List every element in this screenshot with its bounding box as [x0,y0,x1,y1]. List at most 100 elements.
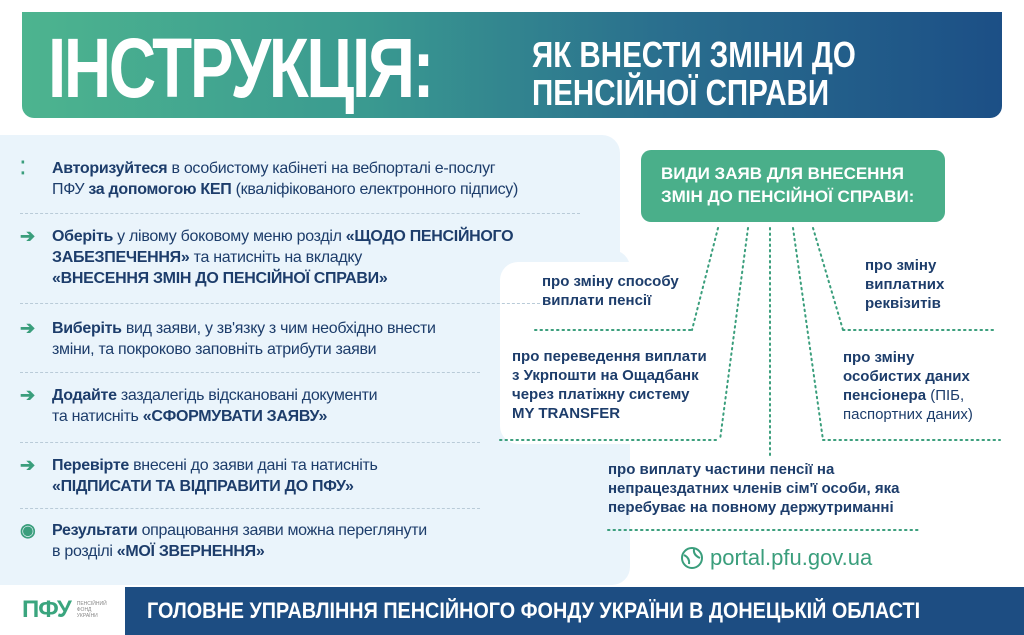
portal-url[interactable]: portal.pfu.gov.ua [710,545,873,570]
step-emphasis: ЗАБЕЗПЕЧЕННЯ» [52,249,190,266]
type-text: непрацездатних членів сім'ї особи, яка [608,480,900,497]
title-main: ІНСТРУКЦІЯ: [48,21,434,115]
step-2: ➔ Оберіть у лівому боковому меню розділ «… [20,226,514,289]
logo-mark: ПФУ [22,596,72,623]
type-payment-method: про зміну способу виплати пенсії [542,272,679,310]
pfu-logo: ПФУ ПЕНСІЙНИЙ ФОНД УКРАЇНИ [22,596,107,624]
step-line: Додайте заздалегідь відскановані докумен… [52,385,378,406]
step-line: в розділі «МОЇ ЗВЕРНЕННЯ» [52,541,427,562]
step-line: ЗАБЕЗПЕЧЕННЯ» та натисніть на вкладку [52,247,513,268]
step-4: ➔ Додайте заздалегідь відскановані докуме… [20,385,378,427]
step-emphasis: «МОЇ ЗВЕРНЕННЯ» [116,543,265,560]
step-text: Перевірте внесені до заяви дані та натис… [52,455,378,497]
portal-link[interactable]: portal.pfu.gov.ua [680,545,872,571]
step-divider [20,442,480,443]
globe-icon [681,547,703,569]
step-segment: вид заяви, у зв'язку з чим необхідно вне… [121,320,436,337]
step-segment: та натисніть [52,408,143,425]
step-6: ◉ Результати опрацювання заяви можна пере… [20,520,427,562]
connector-line [812,227,996,331]
step-text: Виберіть вид заяви, у зв'язку з чим необ… [52,318,436,360]
types-panel-bg [500,262,1024,444]
type-text: паспортних даних) [843,406,973,423]
step-text: Результати опрацювання заяви можна перег… [52,520,427,562]
step-segment: опрацювання заяви можна переглянути [137,522,428,539]
step-text: Оберіть у лівому боковому меню розділ «Щ… [52,226,514,289]
types-heading-line: ЗМІН ДО ПЕНСІЙНОЇ СПРАВИ: [661,187,915,206]
step-text: Додайте заздалегідь відскановані докумен… [52,385,378,427]
eye-icon: ◉ [20,520,36,540]
logo-sub-line: ФОНД [76,607,92,613]
step-3: ➔ Виберіть вид заяви, у зв'язку з чим нео… [20,318,436,360]
step-emphasis: Результати [52,522,138,539]
step-segment: ПФУ [52,181,89,198]
subtitle-line: ЯК ВНЕСТИ ЗМІНИ ДО [532,34,856,75]
type-text: реквізитів [865,295,941,312]
types-heading-line: ВИДИ ЗАЯВ ДЛЯ ВНЕСЕННЯ [661,164,904,183]
type-text: виплатних [865,276,945,293]
step-line: Оберіть у лівому боковому меню розділ «Щ… [52,226,514,247]
arrow-right-icon: ➔ [20,385,35,405]
type-personal-data: про зміну особистих даних пенсіонера (ПІ… [843,348,973,424]
step-segment: в розділі [52,543,117,560]
step-emphasis: Додайте [52,387,117,404]
logo-subtitle: ПЕНСІЙНИЙ ФОНД УКРАЇНИ [77,601,107,619]
type-text: про зміну [843,349,915,366]
step-line: «ПІДПИСАТИ ТА ВІДПРАВИТИ ДО ПФУ» [52,476,378,497]
type-text: (ПІБ, [926,387,965,404]
type-family-payment: про виплату частини пенсії на непрацезда… [608,460,899,517]
type-text: про виплату частини пенсії на [608,461,835,478]
step-emphasis: за допомогою КЕП [88,181,232,198]
type-text: перебуває на повному держутриманні [608,499,894,516]
type-text: про зміну способу [542,273,679,290]
step-line: Перевірте внесені до заяви дані та натис… [52,455,378,476]
step-segment: заздалегідь відскановані документи [116,387,378,404]
footer-text: ГОЛОВНЕ УПРАВЛІННЯ ПЕНСІЙНОГО ФОНДУ УКРА… [147,598,921,623]
step-text: Авторизуйтеся в особистому кабінеті на в… [52,158,518,200]
logo-sub-line: УКРАЇНИ [76,613,98,619]
type-transfer: про переведення виплати з Укрпошти на Ощ… [512,347,707,423]
type-text: з Укрпошти на Ощадбанк [512,367,699,384]
types-heading: ВИДИ ЗАЯВ ДЛЯ ВНЕСЕННЯ ЗМІН ДО ПЕНСІЙНОЇ… [641,150,945,222]
step-emphasis: «ПІДПИСАТИ ТА ВІДПРАВИТИ ДО ПФУ» [52,478,354,495]
step-line: Виберіть вид заяви, у зв'язку з чим необ… [52,318,436,339]
step-emphasis: Перевірте [52,457,129,474]
step-segment: (кваліфікованого електронного підпису) [231,181,519,198]
step-line: ПФУ за допомогою КЕП (кваліфікованого ел… [52,179,518,200]
step-emphasis: «ЩОДО ПЕНСІЙНОГО [345,228,514,245]
arrow-right-icon: ➔ [20,455,35,475]
step-line: «ВНЕСЕННЯ ЗМІН ДО ПЕНСІЙНОЇ СПРАВИ» [52,268,513,289]
step-line: Авторизуйтеся в особистому кабінеті на в… [52,158,518,179]
step-1: ⁚ Авторизуйтеся в особистому кабінеті на … [20,158,518,200]
step-segment: та натисніть на вкладку [189,249,363,266]
connector-line [534,227,719,331]
type-text: через платіжну систему [512,386,690,403]
step-line: Результати опрацювання заяви можна перег… [52,520,427,541]
step-emphasis: Оберіть [52,228,114,245]
type-text: MY TRANSFER [512,405,621,422]
header-banner: ІНСТРУКЦІЯ: ЯК ВНЕСТИ ЗМІНИ ДО ПЕНСІЙНОЇ… [22,12,1002,118]
step-segment: в особистому кабінеті на вебпорталі е-по… [167,160,496,177]
step-divider [20,508,480,509]
step-emphasis: Авторизуйтеся [52,160,168,177]
type-text: про зміну [865,257,937,274]
connector-line [499,227,749,441]
step-emphasis: Виберіть [52,320,122,337]
connector-line [792,227,1001,441]
type-requisites: про зміну виплатних реквізитів [865,256,944,313]
title-subtitle: ЯК ВНЕСТИ ЗМІНИ ДО ПЕНСІЙНОЇ СПРАВИ [532,36,856,112]
type-text: особистих даних [843,368,970,385]
logo-sub-line: ПЕНСІЙНИЙ [76,601,107,607]
type-text: пенсіонера [843,387,927,404]
type-text: про переведення виплати [512,348,707,365]
arrow-right-icon: ➔ [20,318,35,338]
step-line: та натисніть «СФОРМУВАТИ ЗАЯВУ» [52,406,377,427]
user-scan-icon: ⁚ [20,158,26,178]
arrow-right-icon: ➔ [20,226,35,246]
step-emphasis: «СФОРМУВАТИ ЗАЯВУ» [142,408,328,425]
step-segment: внесені до заяви дані та натисніть [128,457,378,474]
step-divider [20,213,580,214]
step-5: ➔ Перевірте внесені до заяви дані та нати… [20,455,378,497]
footer-banner: ГОЛОВНЕ УПРАВЛІННЯ ПЕНСІЙНОГО ФОНДУ УКРА… [125,587,1024,635]
